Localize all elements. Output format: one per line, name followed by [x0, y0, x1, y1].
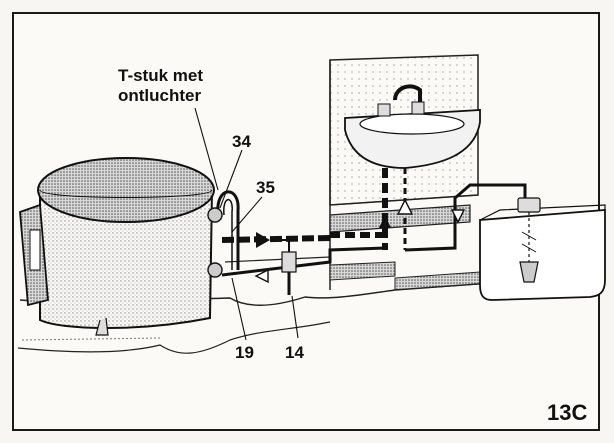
- control-box: [19, 203, 49, 307]
- caption-line1: T-stuk met: [118, 66, 203, 85]
- floor-edge: [224, 204, 481, 291]
- caption-line2: ontluchter: [118, 86, 201, 105]
- storage-tank: [479, 197, 606, 301]
- callout-34: 34: [232, 132, 251, 151]
- hot-water-pipe: [221, 232, 331, 248]
- floor-hatch: [21, 337, 161, 341]
- leader-lines: [194, 107, 299, 341]
- flow-arrow-up-hot: [379, 215, 391, 228]
- washbasin: [344, 84, 481, 169]
- callout-14: 14: [285, 343, 304, 362]
- cold-water-pipe: [221, 239, 386, 295]
- figure-id: 13C: [547, 400, 587, 425]
- water-heater: [37, 157, 215, 336]
- tank-supply-pipe: [404, 183, 527, 252]
- floor-line: [17, 321, 331, 354]
- flow-arrow-up-cold: [396, 198, 414, 215]
- callout-19: 19: [235, 343, 254, 362]
- callout-35: 35: [256, 178, 275, 197]
- t-piece-vent: [207, 190, 240, 278]
